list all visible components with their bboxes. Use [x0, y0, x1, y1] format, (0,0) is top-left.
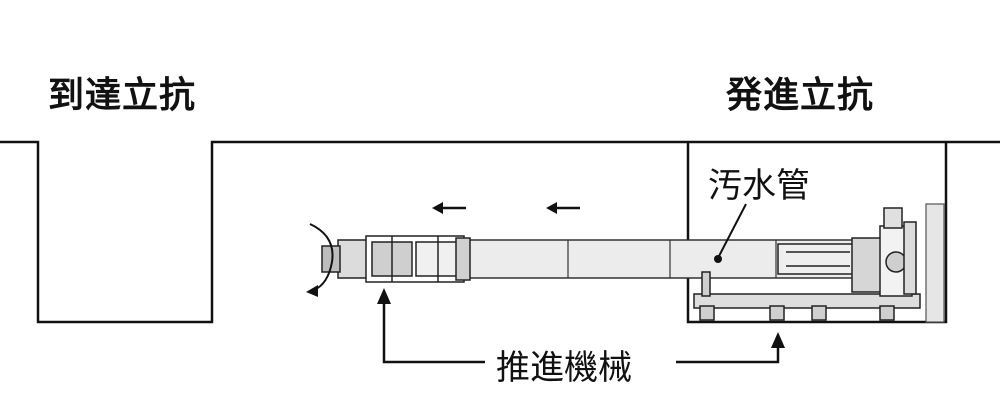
rotation-arrowhead	[306, 285, 318, 297]
arrival-shaft-label: 到達立抗	[48, 75, 197, 116]
boring-machine-head	[321, 235, 471, 283]
sewer-pipe-label: 汚水管	[708, 166, 810, 206]
launch-shaft-label: 発進立抗	[726, 75, 875, 116]
shaft-wall-plate	[925, 203, 945, 323]
ground-profile	[0, 140, 1000, 324]
propulsion-machine-label: 推進機械	[492, 340, 636, 389]
jacking-equipment	[693, 207, 921, 321]
direction-arrow-left-2	[546, 202, 580, 214]
pipe-leader-dot	[714, 255, 722, 263]
direction-arrow-left-1	[432, 202, 466, 214]
rotation-arc	[309, 223, 334, 291]
pipe-leader-line	[717, 203, 747, 259]
machine-pointer-arrow-right	[676, 332, 785, 364]
machine-pointer-arrow-left	[377, 288, 485, 364]
